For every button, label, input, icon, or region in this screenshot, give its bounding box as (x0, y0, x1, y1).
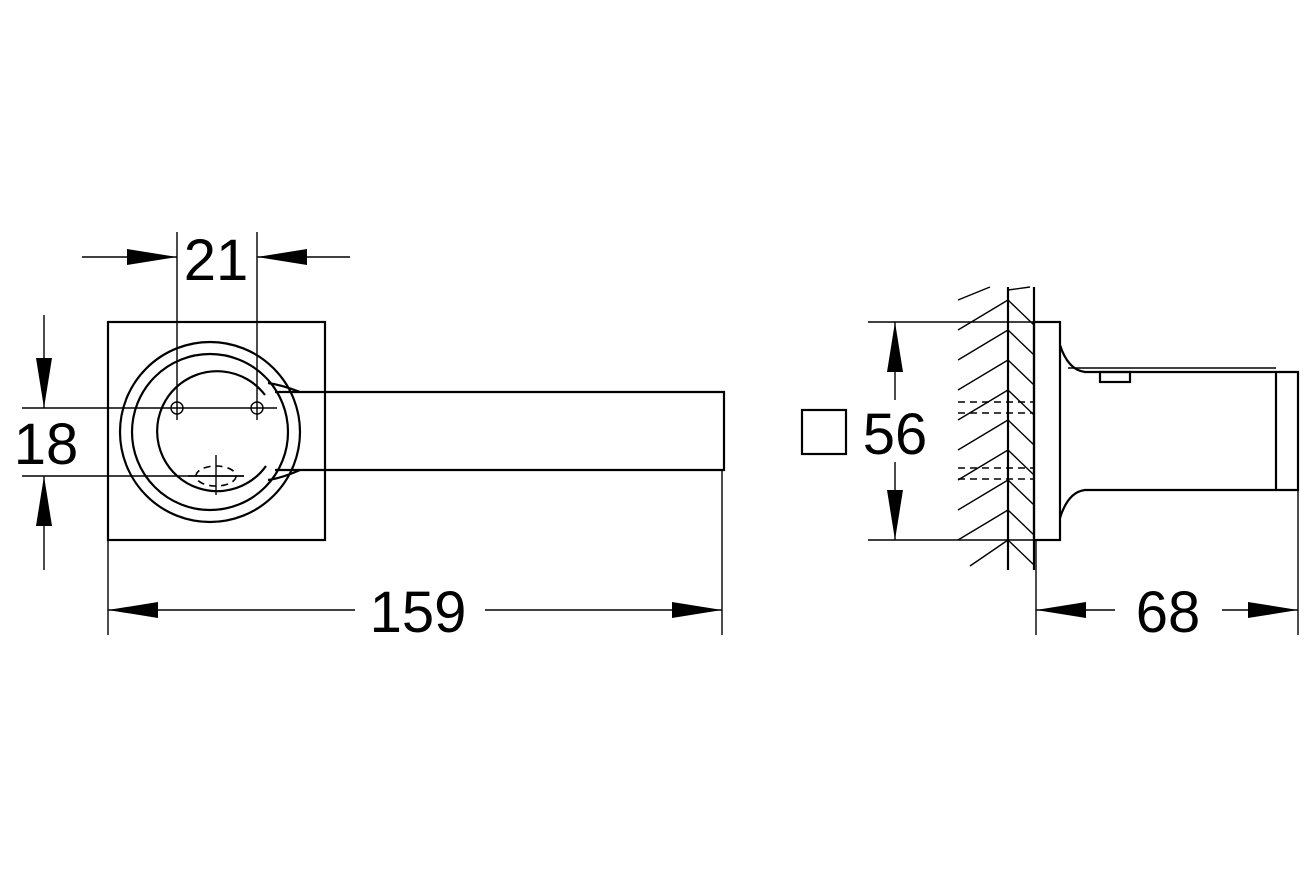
front-arm-transition-top (267, 381, 301, 394)
front-hook-arm (275, 390, 726, 472)
wall-hatching (957, 286, 1035, 567)
arrow-21-left (127, 249, 177, 265)
front-arm-transition-bottom (267, 468, 301, 482)
front-ring-inner-edge (130, 352, 290, 512)
square-symbol-icon (800, 408, 848, 456)
front-outer-ring (118, 340, 302, 524)
front-view: 21 18 159 (14, 228, 726, 645)
front-inner-ring (156, 370, 267, 493)
side-base-plate (1032, 320, 1062, 542)
arrow-18-bottom (36, 476, 52, 526)
front-base-plate (106, 320, 327, 542)
side-hook-body (1058, 344, 1300, 519)
dim-text-68: 68 (1136, 580, 1201, 645)
arrow-68-right (1248, 602, 1298, 618)
arrow-159-left (108, 602, 158, 618)
dim-text-159: 159 (370, 580, 467, 645)
side-view: 56 68 (800, 286, 1300, 645)
arrow-18-top (36, 358, 52, 408)
side-set-screw-notch (1098, 370, 1132, 384)
arrow-159-right (672, 602, 722, 618)
arrow-56-top (887, 322, 903, 372)
arrow-56-bottom (887, 490, 903, 540)
arrow-68-left (1036, 602, 1086, 618)
dim-text-56: 56 (863, 402, 928, 467)
hidden-wall-screws (958, 401, 1034, 480)
arrow-21-right (257, 249, 307, 265)
dim-text-18: 18 (14, 412, 79, 477)
dim-text-21: 21 (184, 228, 249, 293)
